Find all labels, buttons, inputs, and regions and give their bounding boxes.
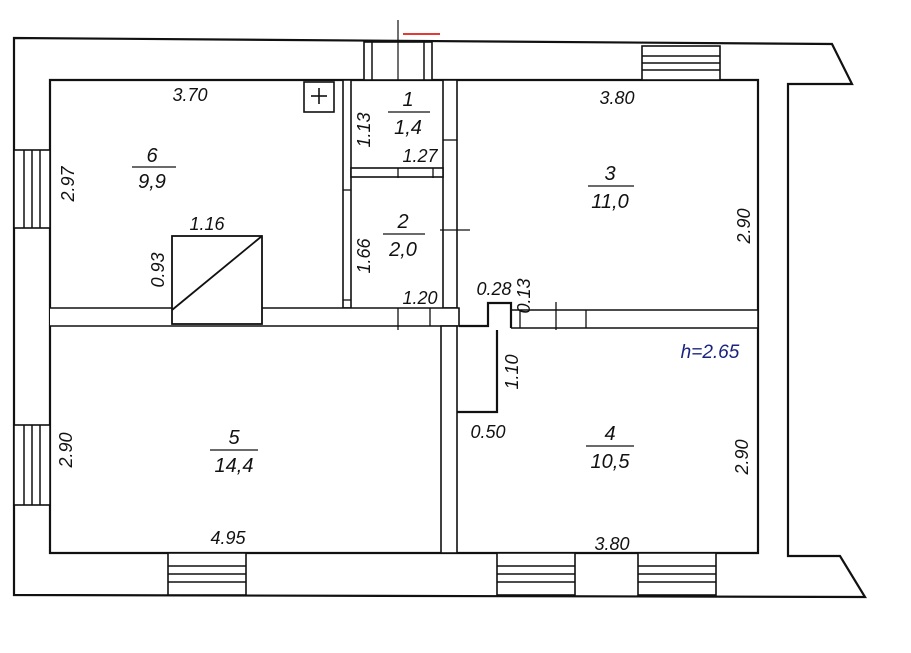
room-number: 2 — [396, 211, 408, 233]
dim-corridor-width: 0.50 — [470, 422, 505, 442]
dim-stair-width: 1.16 — [189, 214, 225, 234]
dim-room4-bottom: 3.80 — [594, 534, 629, 554]
room-label-6: 6 9,9 — [132, 145, 176, 193]
dim-niche-depth: 0.13 — [514, 278, 534, 313]
room-number: 5 — [228, 427, 240, 449]
room-number: 3 — [604, 163, 615, 185]
room-label-1: 1 1,4 — [388, 89, 430, 139]
room-label-5: 5 14,4 — [210, 427, 258, 477]
dim-room1-height: 1.13 — [354, 112, 374, 147]
dim-stair-height: 0.93 — [148, 252, 168, 287]
window-left-room5 — [13, 424, 51, 506]
dim-room3-top: 3.80 — [599, 88, 634, 108]
room-label-3: 3 11,0 — [588, 163, 634, 213]
dim-room2-height: 1.66 — [354, 238, 374, 274]
door-ticks — [343, 139, 587, 330]
vent-icon — [303, 81, 335, 113]
room-number: 4 — [604, 423, 615, 445]
room-number: 6 — [146, 145, 158, 167]
room-area: 10,5 — [591, 451, 631, 473]
dim-corridor-length: 1.10 — [502, 354, 522, 389]
room-area: 9,9 — [138, 171, 166, 193]
partition-room1-right — [442, 79, 458, 309]
room-area: 2,0 — [388, 239, 417, 261]
window-top-room1 — [363, 20, 440, 81]
room-area: 14,4 — [215, 455, 254, 477]
corridor-wall — [457, 330, 499, 414]
window-bottom-room4-a — [496, 552, 576, 596]
dim-room5-bottom: 4.95 — [210, 528, 246, 548]
window-bottom-room5 — [167, 552, 247, 596]
dim-niche-width: 0.28 — [476, 279, 511, 299]
inner-wall-outline — [48, 78, 760, 555]
dim-room1-width: 1.27 — [402, 146, 438, 166]
room-area: 11,0 — [591, 191, 628, 213]
window-left-room6 — [13, 149, 51, 229]
room-label-2: 2 2,0 — [383, 211, 425, 261]
partition-room6-right — [342, 79, 352, 309]
dim-room6-left: 2.97 — [58, 166, 78, 203]
room-label-4: 4 10,5 — [586, 423, 634, 473]
ceiling-height-label: h=2.65 — [681, 342, 740, 363]
dim-room4-right: 2.90 — [732, 439, 752, 475]
dim-room2-width: 1.20 — [402, 288, 437, 308]
dim-room3-right: 2.90 — [734, 208, 754, 244]
dim-room5-left: 2.90 — [56, 432, 76, 468]
room-area: 1,4 — [394, 117, 422, 139]
outer-wall — [12, 36, 867, 599]
partition-horizontal-right — [511, 309, 759, 329]
niche-wall — [459, 301, 513, 328]
partition-room1-room2 — [350, 167, 444, 178]
staircase — [171, 235, 263, 325]
room-number: 1 — [402, 89, 413, 111]
dim-room6-top: 3.70 — [172, 85, 207, 105]
window-bottom-room4-b — [637, 552, 717, 596]
window-top-room3 — [641, 45, 721, 81]
partition-room5-room4 — [440, 325, 458, 554]
